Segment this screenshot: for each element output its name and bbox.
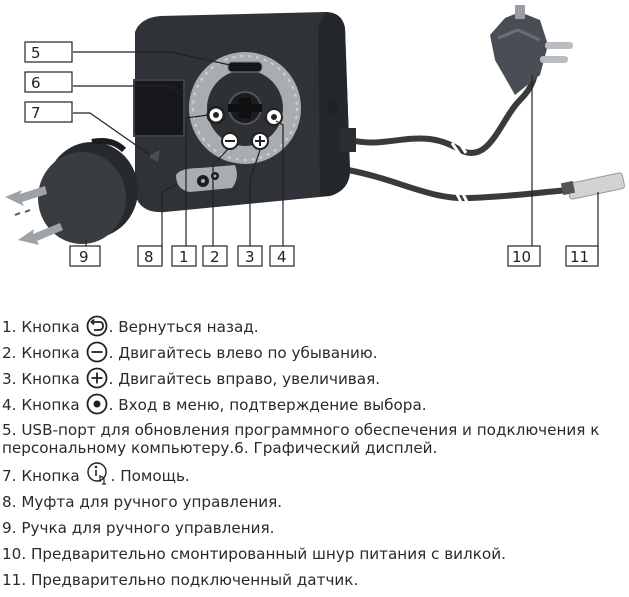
power-cable	[345, 67, 573, 202]
legend-item-1: 1. Кнопка . Вернуться назад.	[2, 314, 629, 340]
legend-item-2: 2. Кнопка . Двигайтесь влево по убыванию…	[2, 340, 629, 366]
callout-4: 4	[277, 248, 287, 266]
legend-item-1-text: . Вернуться назад.	[108, 318, 259, 336]
help-button[interactable]	[150, 150, 160, 162]
callout-2: 2	[210, 248, 220, 266]
usb-port[interactable]	[227, 61, 263, 73]
arrow-trail-marks	[14, 209, 31, 216]
help-info-touch-icon	[86, 462, 107, 485]
callout-7: 7	[31, 104, 41, 122]
legend-item-7-text: . Помощь.	[110, 467, 190, 485]
callout-boxes	[24, 41, 599, 267]
legend-item-1-prefix: 1. Кнопка	[2, 318, 85, 336]
graphical-display	[133, 79, 185, 137]
leader-lines	[73, 51, 599, 263]
legend-item-4-text: . Вход в меню, подтверждение выбора.	[108, 396, 427, 414]
manual-coupling[interactable]	[176, 165, 237, 192]
legend-item-8: 8. Муфта для ручного управления.	[2, 493, 283, 511]
callout-8: 8	[144, 248, 154, 266]
legend-list: 1. Кнопка . Вернуться назад. 2. Кнопка .…	[2, 314, 629, 593]
callout-9: 9	[79, 248, 89, 266]
temperature-sensor	[560, 172, 625, 200]
legend-item-10: 10. Предварительно смонтированный шнур п…	[2, 545, 506, 563]
plus-circle-icon	[86, 367, 107, 389]
legend-item-5: 5. USB-порт для обновления программного …	[2, 421, 600, 457]
legend-item-7: 7. Кнопка . Помощь.	[2, 462, 629, 489]
callout-11: 11	[570, 248, 589, 266]
power-plug	[490, 5, 573, 95]
legend-item-4-prefix: 4. Кнопка	[2, 396, 85, 414]
callout-10: 10	[512, 248, 531, 266]
callout-3: 3	[245, 248, 255, 266]
callout-6: 6	[31, 74, 41, 92]
controller-diagram: 5 6 7 9 8 1 2 3 4 10 11	[5, 5, 625, 267]
legend-item-4: 4. Кнопка . Вход в меню, подтверждение в…	[2, 392, 629, 418]
legend-item-2-prefix: 2. Кнопка	[2, 344, 85, 362]
control-dial	[189, 52, 301, 164]
arrow-icon	[5, 186, 63, 245]
legend-item-3: 3. Кнопка . Двигайтесь вправо, увеличива…	[2, 366, 629, 392]
dot-circle-icon	[86, 393, 107, 415]
callout-5: 5	[31, 44, 41, 62]
legend-item-7-prefix: 7. Кнопка	[2, 467, 85, 485]
minus-circle-icon	[86, 341, 107, 363]
manual-knob[interactable]	[38, 138, 138, 244]
legend-item-9: 9. Ручка для ручного управления.	[2, 519, 275, 537]
legend-item-2-text: . Двигайтесь влево по убыванию.	[108, 344, 378, 362]
cable-break-marks	[450, 140, 470, 205]
back-arrow-circle-icon	[86, 315, 107, 337]
legend-item-3-text: . Двигайтесь вправо, увеличивая.	[108, 370, 381, 388]
legend-item-3-prefix: 3. Кнопка	[2, 370, 85, 388]
callout-1: 1	[179, 248, 189, 266]
legend-item-11: 11. Предварительно подключенный датчик.	[2, 571, 359, 589]
